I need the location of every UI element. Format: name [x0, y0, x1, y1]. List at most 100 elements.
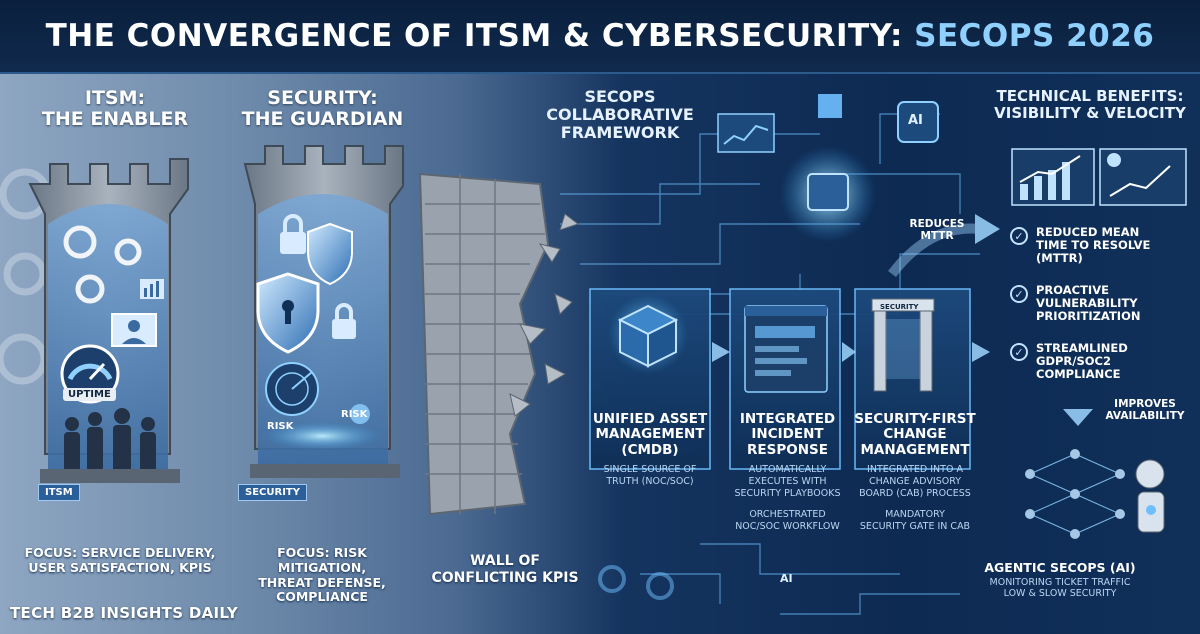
check-icon: ✓	[1010, 343, 1028, 361]
benefit-mttr-line3: (MTTR)	[1036, 251, 1083, 266]
pillar-incident: INTEGRATED INCIDENT RESPONSE AUTOMATICAL…	[720, 411, 855, 533]
pillar-cmdb-title-line3: (CMDB)	[621, 441, 679, 458]
agentic-desc: MONITORING TICKET TRAFFIC LOW & SLOW SEC…	[960, 577, 1160, 600]
ai-badge-icon	[897, 101, 939, 143]
pillar-change-title-line3: MANAGEMENT	[860, 441, 970, 458]
security-focus-line2: THREAT DEFENSE,	[258, 574, 386, 590]
benefit-vulnerability-line1: PROACTIVE	[1036, 283, 1109, 297]
benefits-heading-line2: VISIBILITY & VELOCITY	[994, 103, 1186, 122]
security-heading-line1: SECURITY:	[267, 87, 378, 109]
page-title: THE CONVERGENCE OF ITSM & CYBERSECURITY:…	[46, 18, 1155, 54]
benefit-compliance-text: STREAMLINED GDPR/SOC2 COMPLIANCE	[1036, 341, 1128, 381]
benefit-mttr-line1: REDUCED MEAN	[1036, 225, 1140, 239]
risk-label-1: RISK	[267, 421, 294, 432]
itsm-tower	[28, 158, 189, 483]
benefit-mttr-line2: TIME TO RESOLVE	[1036, 238, 1151, 253]
check-icon: ✓	[1010, 285, 1028, 303]
benefit-compliance: ✓ STREAMLINED GDPR/SOC2 COMPLIANCE	[1010, 341, 1190, 381]
benefit-vulnerability-line2: VULNERABILITY	[1036, 296, 1138, 311]
agentic-secops: AGENTIC SECOPS (AI) MONITORING TICKET TR…	[960, 560, 1160, 600]
pillar-incident-title-line3: RESPONSE	[747, 441, 828, 458]
itsm-heading-line1: ITSM:	[84, 87, 146, 109]
agentic-desc-line1: MONITORING TICKET TRAFFIC	[989, 577, 1131, 588]
ai-label-bottom: AI	[780, 572, 793, 585]
flow-arrows	[712, 214, 1093, 426]
improves-line1: IMPROVES	[1114, 398, 1176, 410]
wall-label-line2: CONFLICTING KPIs	[431, 569, 579, 586]
reduces-line2: MTTR	[920, 230, 954, 243]
check-icon: ✓	[1010, 227, 1028, 245]
security-heading: SECURITY: THE GUARDIAN	[240, 87, 405, 131]
framework-heading-line2: COLLABORATIVE	[546, 104, 694, 124]
pillar-incident-title-line1: INTEGRATED	[739, 411, 836, 427]
itsm-heading: ITSM: THE ENABLER	[40, 87, 190, 131]
reduces-line1: REDUCES	[909, 218, 965, 230]
itsm-focus-line2: USER SATISFACTION, KPIs	[28, 559, 212, 575]
security-heading-line2: THE GUARDIAN	[241, 108, 404, 131]
title-main: THE CONVERGENCE OF ITSM & CYBERSECURITY:	[45, 18, 903, 54]
incident-window-icon	[744, 305, 828, 393]
rubble	[509, 213, 580, 417]
pillar-incident-desc-line3: SECURITY PLAYBOOKS	[734, 487, 841, 499]
pillar-change-extra-line1: MANDATORY	[885, 508, 945, 520]
benefit-mttr: ✓ REDUCED MEAN TIME TO RESOLVE (MTTR)	[1010, 225, 1190, 266]
wall-label-line1: WALL OF	[470, 553, 540, 569]
benefits-heading: TECHNICAL BENEFITS: VISIBILITY & VELOCIT…	[985, 88, 1195, 122]
pillar-cmdb-desc-line1: SINGLE SOURCE OF	[603, 464, 697, 476]
pillar-change-desc-line2: CHANGE ADVISORY	[868, 476, 962, 487]
itsm-tag: ITSM	[38, 484, 80, 501]
ai-chip	[717, 94, 876, 242]
pillar-incident-extra-line1: ORCHESTRATED	[749, 508, 826, 520]
pillar-change-extra: MANDATORY SECURITY GATE IN CAB	[845, 509, 985, 533]
benefit-vulnerability-text: PROACTIVE VULNERABILITY PRIORITIZATION	[1036, 283, 1141, 324]
agentic-title: AGENTIC SECOPS (AI)	[984, 560, 1136, 575]
title-accent: SECOPS 2026	[914, 18, 1155, 54]
security-tag: SECURITY	[238, 484, 307, 501]
pillar-change-desc-line1: INTEGRATED INTO A	[867, 464, 963, 476]
improves-line2: AVAILABILITY	[1105, 410, 1185, 423]
framework-heading-line3: FRAMEWORK	[560, 122, 680, 142]
pillar-cmdb-title: UNIFIED ASSET MANAGEMENT (CMDB)	[580, 411, 720, 458]
footer-brand: TECH B2B INSIGHTS DAILY	[10, 604, 239, 622]
pillar-incident-desc: AUTOMATICALLY EXECUTES WITH SECURITY PLA…	[720, 464, 855, 500]
agentic-desc-line2: LOW & SLOW SECURITY	[1003, 588, 1117, 600]
itsm-focus: FOCUS: SERVICE DELIVERY, USER SATISFACTI…	[20, 545, 220, 576]
benefit-mttr-text: REDUCED MEAN TIME TO RESOLVE (MTTR)	[1036, 225, 1151, 266]
cmdb-cube-icon	[608, 294, 688, 374]
pillar-cmdb: UNIFIED ASSET MANAGEMENT (CMDB) SINGLE S…	[580, 411, 720, 488]
itsm-focus-line1: FOCUS: SERVICE DELIVERY,	[24, 545, 216, 560]
security-focus-line1: FOCUS: RISK MITIGATION,	[277, 545, 367, 575]
pillar-incident-title-line2: INCIDENT	[751, 426, 824, 443]
uptime-badge: UPTIME	[63, 388, 116, 401]
pillar-change-title: SECURITY-FIRST CHANGE MANAGEMENT	[845, 411, 985, 458]
pillar-change: SECURITY-FIRST CHANGE MANAGEMENT INTEGRA…	[845, 411, 985, 533]
security-focus-line3: COMPLIANCE	[276, 589, 368, 605]
pillar-incident-desc-line2: EXECUTES WITH	[748, 476, 827, 487]
title-bar: THE CONVERGENCE OF ITSM & CYBERSECURITY:…	[0, 0, 1200, 74]
pillar-cmdb-title-line1: UNIFIED ASSET	[592, 411, 708, 427]
robot-icon	[1135, 459, 1165, 533]
framework-heading-line1: SECOPS	[584, 87, 656, 106]
gate-label: SECURITY	[880, 303, 919, 311]
itsm-heading-line2: THE ENABLER	[41, 108, 189, 131]
benefit-vulnerability-line3: PRIORITIZATION	[1036, 309, 1141, 324]
improves-availability-label: IMPROVES AVAILABILITY	[1090, 398, 1200, 422]
security-tower	[243, 145, 404, 478]
pillar-change-title-line2: CHANGE	[883, 426, 947, 443]
illustration	[0, 94, 1187, 615]
framework-heading: SECOPS COLLABORATIVE FRAMEWORK	[540, 88, 700, 142]
stone-wall	[418, 172, 550, 516]
pillar-change-title-line1: SECURITY-FIRST	[854, 411, 976, 427]
pillar-change-extra-line2: SECURITY GATE IN CAB	[859, 520, 971, 532]
pillar-cmdb-desc: SINGLE SOURCE OF TRUTH (NOC/SOC)	[580, 464, 720, 488]
benefit-charts	[1011, 148, 1187, 206]
risk-label-2: RISK	[341, 409, 368, 420]
pillar-incident-extra: ORCHESTRATED NOC/SOC WORKFLOW	[720, 509, 855, 533]
pillar-incident-extra-line2: NOC/SOC WORKFLOW	[735, 520, 840, 532]
benefit-compliance-line2: GDPR/SOC2	[1036, 354, 1111, 369]
pillar-incident-title: INTEGRATED INCIDENT RESPONSE	[720, 411, 855, 458]
benefit-vulnerability: ✓ PROACTIVE VULNERABILITY PRIORITIZATION	[1010, 283, 1190, 324]
pillar-change-desc-line3: BOARD (CAB) PROCESS	[859, 487, 971, 499]
ai-chip-label: AI	[908, 113, 923, 128]
